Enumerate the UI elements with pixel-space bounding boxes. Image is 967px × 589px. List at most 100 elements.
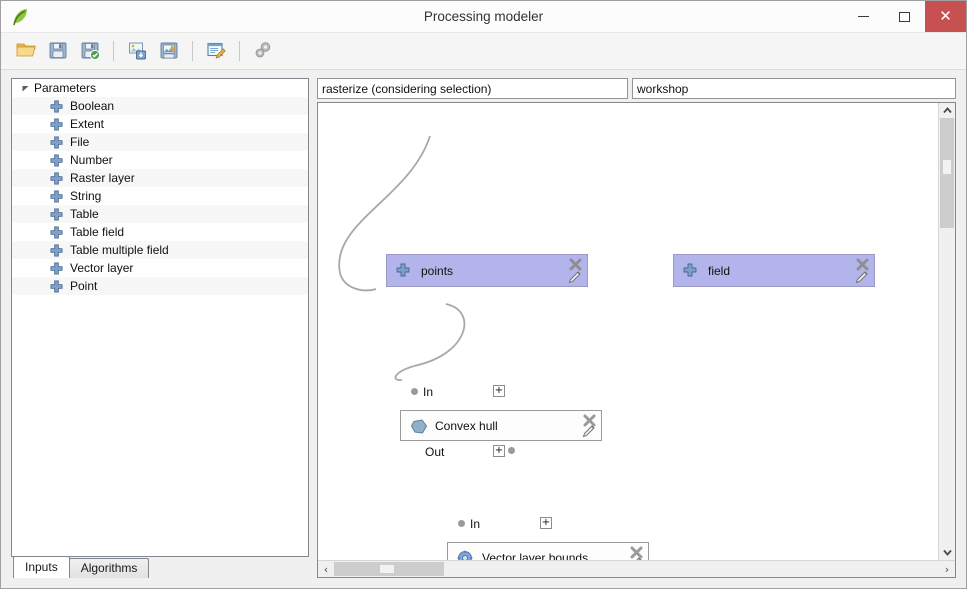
horizontal-scroll-thumb[interactable]	[334, 562, 444, 576]
tree-item-point[interactable]: Point	[12, 277, 308, 295]
tree-item-table-multiple-field[interactable]: Table multiple field	[12, 241, 308, 259]
tree-item-label: Table field	[70, 225, 125, 239]
expand-in-convexhull[interactable]: +	[493, 385, 505, 397]
plus-input-icon	[50, 280, 63, 293]
tree-item-boolean[interactable]: Boolean	[12, 97, 308, 115]
scroll-thumb-grip	[943, 160, 951, 174]
tree-item-label: Boolean	[70, 99, 115, 113]
run-model-button[interactable]	[248, 36, 278, 66]
save-model-as-button[interactable]	[75, 36, 105, 66]
edit-help-icon	[205, 39, 227, 64]
tree-item-label: String	[70, 189, 102, 203]
minimize-icon[interactable]	[843, 1, 884, 32]
canvas-vertical-scrollbar[interactable]	[938, 103, 955, 560]
chevron-right-icon[interactable]: ›	[944, 562, 950, 576]
tree-item-label: Number	[70, 153, 113, 167]
plus-input-icon	[50, 208, 63, 221]
plus-input-icon	[683, 263, 699, 279]
model-node-field[interactable]: field	[673, 254, 875, 287]
main-toolbar	[1, 33, 966, 70]
close-icon[interactable]	[582, 413, 597, 428]
close-icon[interactable]	[568, 257, 583, 272]
model-node-vector-layer-bounds[interactable]: Vector layer bounds	[447, 542, 649, 560]
port-label-out-convexhull: Out	[425, 445, 445, 459]
plus-input-icon	[50, 226, 63, 239]
title-bar: Processing modeler ✕	[1, 1, 966, 33]
model-node-points[interactable]: points	[386, 254, 588, 287]
tree-item-file[interactable]: File	[12, 133, 308, 151]
tree-item-label: Point	[70, 279, 98, 293]
close-icon[interactable]: ✕	[925, 1, 966, 32]
plus-input-icon	[50, 244, 63, 257]
floppy-save-as-icon	[79, 39, 101, 64]
plus-input-icon	[50, 190, 63, 203]
tree-root-label: Parameters	[34, 81, 97, 95]
floppy-save-icon	[47, 39, 69, 64]
vertical-scroll-track[interactable]	[939, 228, 955, 545]
close-icon[interactable]	[629, 545, 644, 560]
toolbar-separator	[239, 41, 240, 61]
export-pdf-icon	[158, 39, 180, 64]
maximize-icon[interactable]	[884, 1, 925, 32]
tree-item-number[interactable]: Number	[12, 151, 308, 169]
plus-input-icon	[50, 118, 63, 131]
tree-item-label: Extent	[70, 117, 105, 131]
model-canvas[interactable]: points	[318, 103, 938, 560]
pencil-edit-icon[interactable]	[854, 269, 870, 285]
save-model-button[interactable]	[43, 36, 73, 66]
tree-item-label: Raster layer	[70, 171, 135, 185]
model-canvas-frame: points	[317, 102, 956, 578]
tree-item-label: File	[70, 135, 90, 149]
plus-input-icon	[50, 100, 63, 113]
plus-input-icon	[50, 154, 63, 167]
tree-item-extent[interactable]: Extent	[12, 115, 308, 133]
canvas-horizontal-scrollbar[interactable]: ‹ ›	[318, 560, 955, 577]
model-node-label: field	[708, 263, 731, 278]
tab-algorithms[interactable]: Algorithms	[68, 558, 150, 578]
port-dot-in-convexhull[interactable]	[411, 388, 418, 395]
triangle-down-icon[interactable]	[18, 84, 32, 93]
panel-tabs: Inputs Algorithms	[11, 556, 309, 578]
close-icon[interactable]	[855, 257, 870, 272]
tree-item-label: Table	[70, 207, 99, 221]
plus-input-icon	[50, 262, 63, 275]
page-title: Processing modeler	[423, 9, 544, 24]
horizontal-scroll-track[interactable]	[444, 561, 939, 577]
model-name-input[interactable]	[317, 78, 628, 99]
vertical-scroll-thumb[interactable]	[940, 118, 954, 228]
tree-root-parameters[interactable]: Parameters	[12, 79, 308, 97]
chevron-left-icon[interactable]: ‹	[323, 562, 329, 576]
run-gears-icon	[252, 39, 274, 64]
tree-item-string[interactable]: String	[12, 187, 308, 205]
expand-in-vectorbounds[interactable]: +	[540, 517, 552, 529]
plus-input-icon	[396, 263, 412, 279]
model-node-label: Vector layer bounds	[482, 550, 589, 561]
open-model-button[interactable]	[11, 36, 41, 66]
connection-links	[338, 135, 466, 381]
pencil-edit-icon[interactable]	[628, 555, 644, 560]
chevron-down-icon[interactable]	[939, 545, 955, 560]
expand-out-convexhull[interactable]: +	[493, 445, 505, 457]
pencil-edit-icon[interactable]	[581, 423, 597, 439]
scroll-thumb-grip	[380, 565, 394, 573]
edit-help-button[interactable]	[201, 36, 231, 66]
pencil-edit-icon[interactable]	[567, 269, 583, 285]
tab-inputs[interactable]: Inputs	[13, 556, 70, 578]
modeler-panel: points	[317, 78, 956, 578]
tree-item-raster-layer[interactable]: Raster layer	[12, 169, 308, 187]
plus-input-icon	[50, 136, 63, 149]
export-pdf-button[interactable]	[154, 36, 184, 66]
tree-item-vector-layer[interactable]: Vector layer	[12, 259, 308, 277]
port-dot-out-convexhull[interactable]	[508, 447, 515, 454]
tree-item-table[interactable]: Table	[12, 205, 308, 223]
port-dot-in-vectorbounds[interactable]	[458, 520, 465, 527]
tree-item-table-field[interactable]: Table field	[12, 223, 308, 241]
export-image-button[interactable]	[122, 36, 152, 66]
chevron-up-icon[interactable]	[939, 103, 955, 118]
model-group-input[interactable]	[632, 78, 956, 99]
toolbar-separator	[192, 41, 193, 61]
tree-item-label: Table multiple field	[70, 243, 169, 257]
model-node-convex-hull[interactable]: Convex hull	[400, 410, 602, 441]
